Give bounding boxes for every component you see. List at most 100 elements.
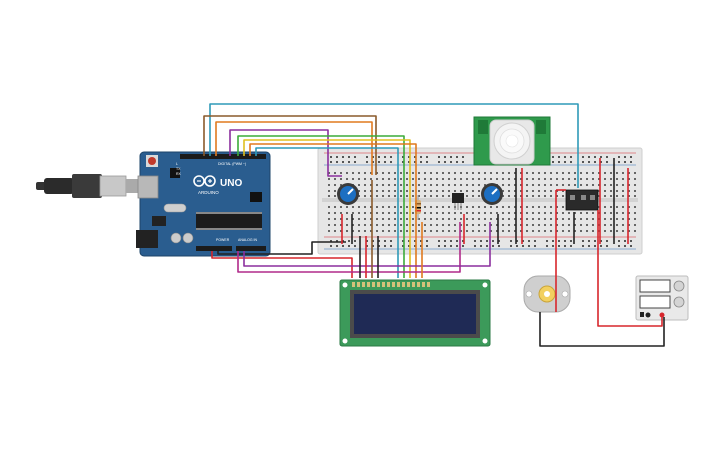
breadboard-hole xyxy=(358,218,360,220)
wire-teal[interactable] xyxy=(209,103,579,188)
breadboard-hole xyxy=(552,245,554,247)
analog-pin-header[interactable] xyxy=(236,246,266,251)
breadboard-hole xyxy=(366,240,368,242)
breadboard-hole xyxy=(372,245,374,247)
breadboard-hole xyxy=(484,224,486,226)
dc-motor[interactable] xyxy=(523,275,571,313)
relay-module[interactable] xyxy=(565,189,599,211)
breadboard-hole xyxy=(372,156,374,158)
breadboard-hole xyxy=(486,240,488,242)
breadboard-hole xyxy=(508,190,510,192)
power-pin-header[interactable] xyxy=(196,246,232,251)
breadboard-hole xyxy=(466,218,468,220)
breadboard-hole xyxy=(450,156,452,158)
breadboard-hole xyxy=(394,195,396,197)
breadboard-hole xyxy=(426,245,428,247)
breadboard-hole xyxy=(598,190,600,192)
breadboard-hole xyxy=(348,156,350,158)
potentiometer-right[interactable] xyxy=(481,183,503,205)
breadboard-hole xyxy=(408,156,410,158)
breadboard-hole xyxy=(616,218,618,220)
wire-red-5v[interactable] xyxy=(211,251,353,278)
temperature-sensor[interactable] xyxy=(452,193,464,210)
potentiometer-left[interactable] xyxy=(337,183,359,205)
breadboard-hole xyxy=(622,184,624,186)
breadboard-hole xyxy=(378,240,380,242)
breadboard-hole xyxy=(342,161,344,163)
wire-yellow-lcd[interactable] xyxy=(243,139,411,278)
power-supply[interactable] xyxy=(635,275,689,321)
wire-black-gnd[interactable] xyxy=(217,241,346,255)
breadboard-hole xyxy=(520,195,522,197)
arduino-uno-board[interactable]: UNO ARDUINO TX RX L DIGITAL (PWM ~) POWE… xyxy=(136,151,271,257)
wire-orange-lcd[interactable] xyxy=(249,143,417,278)
wire-purple-a1[interactable] xyxy=(243,222,491,267)
breadboard-hole xyxy=(478,190,480,192)
breadboard-hole xyxy=(418,172,420,174)
breadboard-hole xyxy=(538,190,540,192)
wire-green-lcd[interactable] xyxy=(237,135,405,278)
reset-button[interactable] xyxy=(148,157,156,165)
breadboard-hole xyxy=(340,206,342,208)
breadboard-hole xyxy=(538,230,540,232)
breadboard-hole xyxy=(526,218,528,220)
breadboard-hole xyxy=(394,206,396,208)
breadboard-hole xyxy=(624,240,626,242)
breadboard-hole xyxy=(334,230,336,232)
lcd-pin xyxy=(417,282,420,287)
breadboard-hole xyxy=(568,172,570,174)
breadboard-hole xyxy=(586,218,588,220)
breadboard-hole xyxy=(496,218,498,220)
breadboard-hole xyxy=(448,172,450,174)
crystal-oscillator xyxy=(163,203,187,213)
breadboard-hole xyxy=(604,172,606,174)
lcd-pin xyxy=(412,282,415,287)
lcd-display-16x2[interactable] xyxy=(339,279,491,347)
breadboard-hole xyxy=(600,156,602,158)
breadboard-hole xyxy=(478,224,480,226)
breadboard-hole xyxy=(532,178,534,180)
breadboard-hole xyxy=(352,218,354,220)
arduino-logo-icon xyxy=(193,175,216,187)
breadboard-hole xyxy=(580,184,582,186)
positive-terminal[interactable] xyxy=(659,312,665,318)
wire-brown[interactable] xyxy=(203,115,377,175)
wire-black-psu[interactable] xyxy=(539,312,665,347)
wire-red-psu[interactable] xyxy=(597,210,663,327)
breadboard-hole xyxy=(520,172,522,174)
breadboard-hole xyxy=(406,218,408,220)
wire-magenta-a0[interactable] xyxy=(237,222,461,273)
wire-blue-lcd[interactable] xyxy=(255,147,399,278)
breadboard-hole xyxy=(568,184,570,186)
breadboard-hole xyxy=(430,172,432,174)
breadboard-hole xyxy=(592,178,594,180)
digital-pin-header[interactable] xyxy=(180,154,266,159)
pir-motion-sensor[interactable] xyxy=(473,116,551,166)
breadboard-hole xyxy=(436,224,438,226)
breadboard-hole xyxy=(616,190,618,192)
voltage-knob[interactable] xyxy=(673,280,685,292)
breadboard[interactable] xyxy=(317,147,643,255)
breadboard-hole xyxy=(550,190,552,192)
breadboard-hole xyxy=(610,195,612,197)
breadboard-hole xyxy=(588,240,590,242)
breadboard-hole xyxy=(472,230,474,232)
current-knob[interactable] xyxy=(673,296,685,308)
breadboard-hole xyxy=(364,178,366,180)
breadboard-hole xyxy=(588,245,590,247)
breadboard-hole xyxy=(544,206,546,208)
breadboard-hole xyxy=(604,212,606,214)
breadboard-hole xyxy=(502,230,504,232)
breadboard-hole xyxy=(610,218,612,220)
breadboard-hole xyxy=(328,190,330,192)
breadboard-hole xyxy=(594,156,596,158)
negative-terminal[interactable] xyxy=(645,312,651,318)
wire-purple[interactable] xyxy=(229,129,342,177)
breadboard-hole xyxy=(568,230,570,232)
breadboard-hole xyxy=(330,161,332,163)
breadboard-hole xyxy=(406,184,408,186)
breadboard-hole xyxy=(510,240,512,242)
breadboard-hole xyxy=(628,230,630,232)
breadboard-hole xyxy=(330,240,332,242)
breadboard-hole xyxy=(346,230,348,232)
